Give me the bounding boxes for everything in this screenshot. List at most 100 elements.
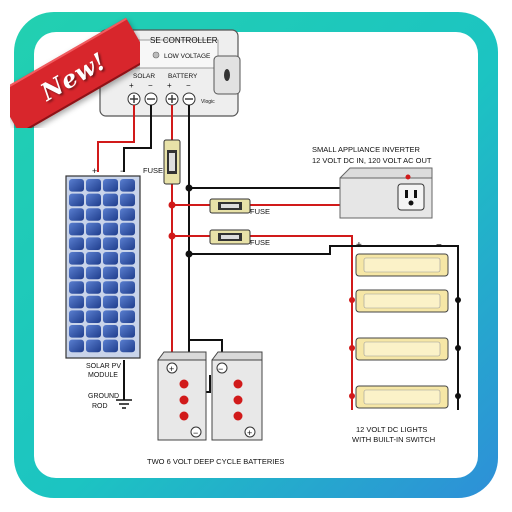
- pv-cell: [86, 208, 101, 221]
- svg-text:−: −: [120, 166, 125, 176]
- fuse-lights: FUSE: [209, 229, 270, 247]
- junctions: [168, 184, 461, 399]
- svg-text:−: −: [148, 81, 153, 90]
- pv-cell: [69, 295, 84, 309]
- pv-cell: [69, 222, 84, 236]
- inverter-title: SMALL APPLIANCE INVERTER: [312, 145, 421, 154]
- pv-cell: [69, 339, 84, 353]
- pv-cell: [86, 266, 101, 280]
- pv-cell: [103, 325, 118, 338]
- light-3: [355, 337, 449, 361]
- fuse-main-label: FUSE: [143, 166, 163, 175]
- pv-cell: [120, 222, 135, 236]
- new-badge: New!: [10, 8, 140, 128]
- lights-label: 12 VOLT DC LIGHTS: [356, 425, 427, 434]
- pv-cell: [120, 252, 135, 265]
- svg-text:+: +: [167, 81, 172, 90]
- svg-text:+: +: [247, 428, 252, 438]
- solar-label-2: MODULE: [88, 372, 118, 379]
- light-1: [355, 253, 449, 277]
- solar-label: SOLAR PV: [86, 363, 121, 370]
- pv-cell: [103, 252, 118, 265]
- pv-cell: [120, 193, 135, 207]
- dc-lights: + − + − + − + − 12 VOLT DC LIGHTS WITH B…: [352, 240, 449, 444]
- svg-text:−: −: [193, 428, 198, 438]
- controller-title: SE CONTROLLER: [150, 36, 218, 45]
- solar-terminal-label: SOLAR: [133, 73, 155, 80]
- svg-text:−: −: [436, 240, 442, 251]
- pv-cell: [103, 295, 118, 309]
- new-badge-label: New!: [35, 45, 111, 107]
- wire-solar-positive: [97, 105, 135, 172]
- inverter: SMALL APPLIANCE INVERTER 12 VOLT DC IN, …: [312, 145, 433, 219]
- lights-label-2: WITH BUILT-IN SWITCH: [352, 435, 435, 444]
- pv-cell: [120, 325, 135, 338]
- pv-cell: [103, 222, 118, 236]
- battery-bank: + − − + TWO 6 VOLT DEEP CYCLE BATTERIES: [147, 351, 284, 466]
- battery-terminal-label: BATTERY: [168, 73, 198, 80]
- pv-cell: [86, 252, 101, 265]
- pv-cell: [103, 208, 118, 221]
- light-2: [355, 289, 449, 313]
- fuse-inverter-label: FUSE: [250, 207, 270, 216]
- fuse-main: FUSE: [143, 139, 181, 185]
- ground-rod: GROUND ROD: [88, 393, 132, 410]
- low-voltage-led: [152, 51, 160, 59]
- pv-cell: [86, 295, 101, 309]
- inverter-subtitle: 12 VOLT DC IN, 120 VOLT AC OUT: [312, 156, 432, 165]
- svg-text:+: +: [129, 81, 134, 90]
- pv-cell: [69, 237, 84, 250]
- pv-cell: [103, 237, 118, 250]
- vlogic-label: Vlogic: [201, 99, 215, 105]
- pv-cell: [69, 310, 84, 323]
- pv-cell: [86, 193, 101, 207]
- new-badge-ribbon: New!: [10, 17, 140, 128]
- pv-cell: [120, 281, 135, 294]
- svg-text:+: +: [169, 364, 174, 374]
- ground-label-2: ROD: [92, 403, 108, 410]
- ground-label: GROUND: [88, 393, 119, 400]
- low-voltage-label: LOW VOLTAGE: [164, 53, 211, 60]
- pv-cell: [103, 281, 118, 294]
- wire-solar-negative: [123, 105, 152, 172]
- pv-cell: [86, 310, 101, 323]
- pv-cell: [86, 281, 101, 294]
- pv-cell: [69, 252, 84, 265]
- pv-cell: [103, 339, 118, 353]
- svg-text:+: +: [92, 166, 97, 176]
- pv-cell: [103, 266, 118, 280]
- pv-cell: [120, 208, 135, 221]
- pv-cell: [69, 193, 84, 207]
- pv-cell: [120, 310, 135, 323]
- pv-cell: [120, 179, 135, 192]
- pv-cell: [86, 325, 101, 338]
- pv-cell: [103, 193, 118, 207]
- svg-text:−: −: [186, 81, 191, 90]
- pv-cell: [69, 266, 84, 280]
- pv-cell: [69, 208, 84, 221]
- pv-cell: [103, 179, 118, 192]
- pv-cell: [103, 310, 118, 323]
- pv-cell: [69, 281, 84, 294]
- pv-cell: [120, 339, 135, 353]
- pv-cell: [69, 325, 84, 338]
- pv-cell: [86, 179, 101, 192]
- pv-cell: [69, 179, 84, 192]
- light-4: [355, 385, 449, 409]
- battery-right: − +: [211, 351, 263, 441]
- pv-cell: [86, 237, 101, 250]
- svg-text:−: −: [218, 364, 223, 374]
- fuse-lights-label: FUSE: [250, 238, 270, 247]
- battery-left: + −: [157, 351, 207, 441]
- pv-cell: [120, 237, 135, 250]
- wire-lights-negative: [189, 245, 459, 262]
- pv-cell: [120, 266, 135, 280]
- pv-cell: [86, 339, 101, 353]
- svg-text:+: +: [356, 240, 362, 251]
- pv-cell: [86, 222, 101, 236]
- pv-cell: [120, 295, 135, 309]
- solar-panel: + − SOLAR PV MODULE: [65, 166, 141, 379]
- fuse-inverter: FUSE: [209, 198, 270, 216]
- batteries-label: TWO 6 VOLT DEEP CYCLE BATTERIES: [147, 457, 284, 466]
